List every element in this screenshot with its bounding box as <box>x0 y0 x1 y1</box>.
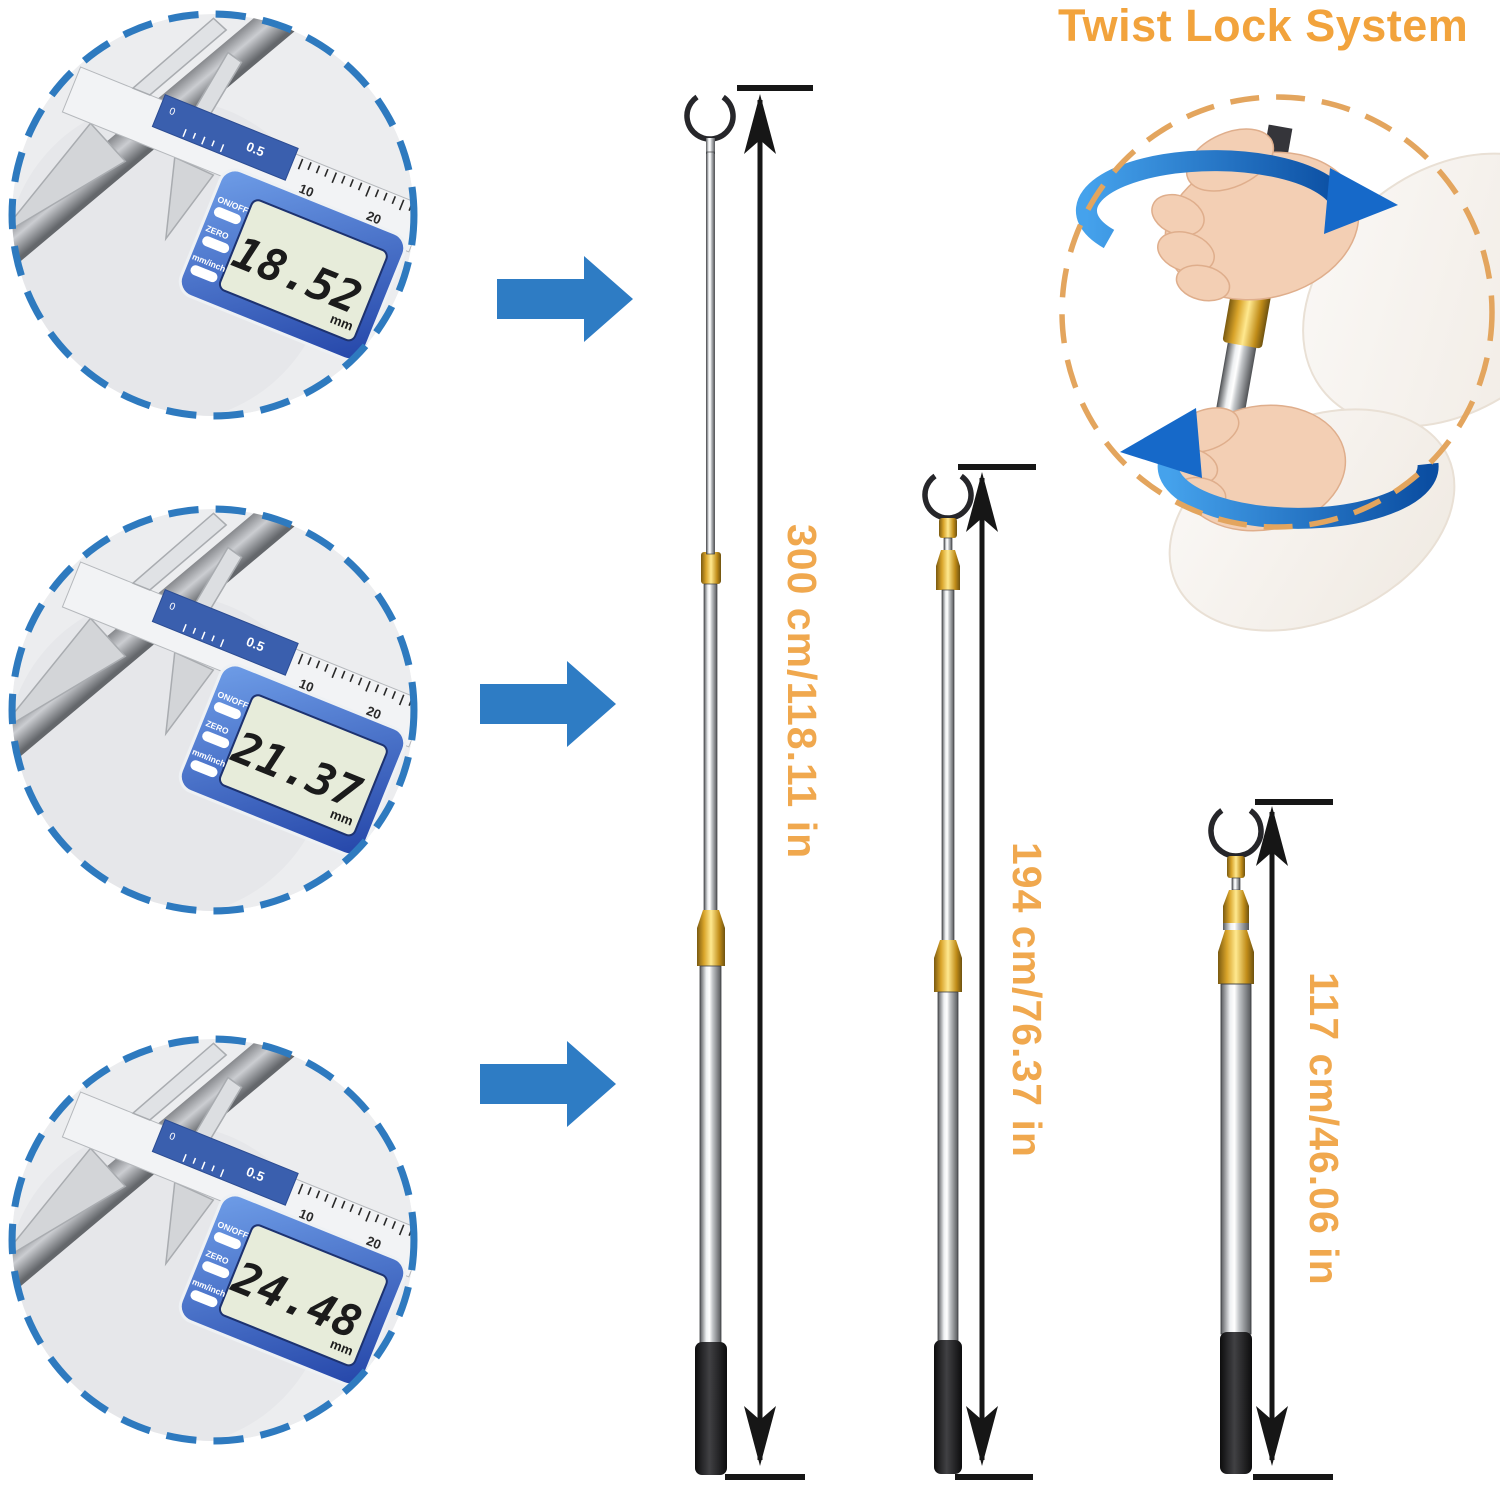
caliper-body: 10 20 0 0.5 21.37 mm ON/OFF ZERO mm/inch <box>12 512 414 857</box>
arrow-right-icon <box>480 661 616 747</box>
measured-rod <box>12 509 414 858</box>
scale-half: 0.5 <box>244 1164 267 1185</box>
caliper-body: 10 20 0 0.5 24.48 mm ON/OFF ZERO mm/inch <box>12 1042 414 1387</box>
on-off-button <box>213 702 241 720</box>
on-off-button <box>213 1232 241 1250</box>
gold-collar <box>1223 890 1249 923</box>
caliper-photo: 10 20 0 0.5 18.52 mm ON/OFF ZERO mm/inch <box>12 14 414 416</box>
on-off-button <box>213 207 241 225</box>
arrow-right-icon <box>497 256 633 342</box>
caliper-inset-1: 10 20 0 0.5 18.52 mm ON/OFF ZERO mm/inch <box>6 8 420 422</box>
length-label-300cm: 300 cm/118.11 in <box>779 524 825 860</box>
caliper-inset-3: 10 20 0 0.5 24.48 mm ON/OFF ZERO mm/inch <box>6 1033 420 1447</box>
length-label-194cm: 194 cm/76.37 in <box>1004 842 1050 1158</box>
mm-inch-button <box>190 265 218 283</box>
gold-collar <box>701 552 721 584</box>
dashed-circle-border <box>1059 94 1495 530</box>
arrow-right-icon <box>480 1041 616 1127</box>
twist-arrow-bottom-head <box>1120 408 1202 478</box>
pole-extended-194cm <box>922 469 974 1474</box>
hook-ring <box>922 469 974 521</box>
dashed-circle-border <box>8 505 418 915</box>
twisted-pole <box>1206 124 1293 467</box>
gold-collar <box>1218 930 1254 984</box>
measured-rod <box>12 1039 414 1388</box>
gold-collar <box>939 518 957 538</box>
gold-collar <box>936 550 960 590</box>
caliper-photo: 10 20 0 0.5 21.37 mm ON/OFF ZERO mm/inch <box>12 509 414 911</box>
hook-ring <box>1208 803 1264 859</box>
hook-ring <box>684 90 736 142</box>
twist-arrow-top <box>1075 150 1350 249</box>
sleeve <box>1302 152 1500 428</box>
dashed-circle-border <box>8 10 418 420</box>
caliper-body: 10 20 0 0.5 18.52 mm ON/OFF ZERO mm/inch <box>12 17 414 362</box>
length-label-117cm: 117 cm/46.06 in <box>1301 972 1347 1286</box>
grip-handle <box>1220 1332 1252 1474</box>
scale-half: 0.5 <box>244 139 267 160</box>
grip-handle <box>695 1342 727 1475</box>
scale-zero: 0 <box>167 601 177 613</box>
measured-rod <box>12 14 414 363</box>
gold-collar <box>934 940 962 992</box>
twist-arrow-bottom <box>1157 431 1439 529</box>
caliper-photo: 10 20 0 0.5 24.48 mm ON/OFF ZERO mm/inch <box>12 1039 414 1441</box>
mm-inch-button <box>190 760 218 778</box>
twist-lock-title: Twist Lock System <box>1058 0 1469 51</box>
lower-hand <box>1165 404 1347 532</box>
dashed-circle-border <box>8 1035 418 1445</box>
zero-button <box>202 731 230 749</box>
pole-collapsed-117cm <box>1208 803 1264 1474</box>
scale-zero: 0 <box>167 1131 177 1143</box>
gold-collar <box>1222 281 1272 349</box>
scale-zero: 0 <box>167 106 177 118</box>
mm-inch-button <box>190 1290 218 1308</box>
lcd-screen <box>218 199 388 342</box>
scale-half: 0.5 <box>244 634 267 655</box>
grip-handle <box>934 1340 962 1474</box>
upper-hand <box>1151 128 1360 302</box>
lcd-screen <box>218 694 388 837</box>
sleeve <box>1168 408 1456 632</box>
twist-direction-arrows <box>1075 150 1439 529</box>
twist-arrow-top-head <box>1324 168 1398 234</box>
zero-button <box>202 1261 230 1279</box>
lcd-screen <box>218 1224 388 1367</box>
gold-collar <box>1227 856 1245 878</box>
twist-lock-inset <box>1059 94 1500 632</box>
caliper-inset-2: 10 20 0 0.5 21.37 mm ON/OFF ZERO mm/inch <box>6 503 420 917</box>
zero-button <box>202 236 230 254</box>
pole-extended-300cm <box>684 90 736 1475</box>
gold-collar <box>697 910 725 966</box>
